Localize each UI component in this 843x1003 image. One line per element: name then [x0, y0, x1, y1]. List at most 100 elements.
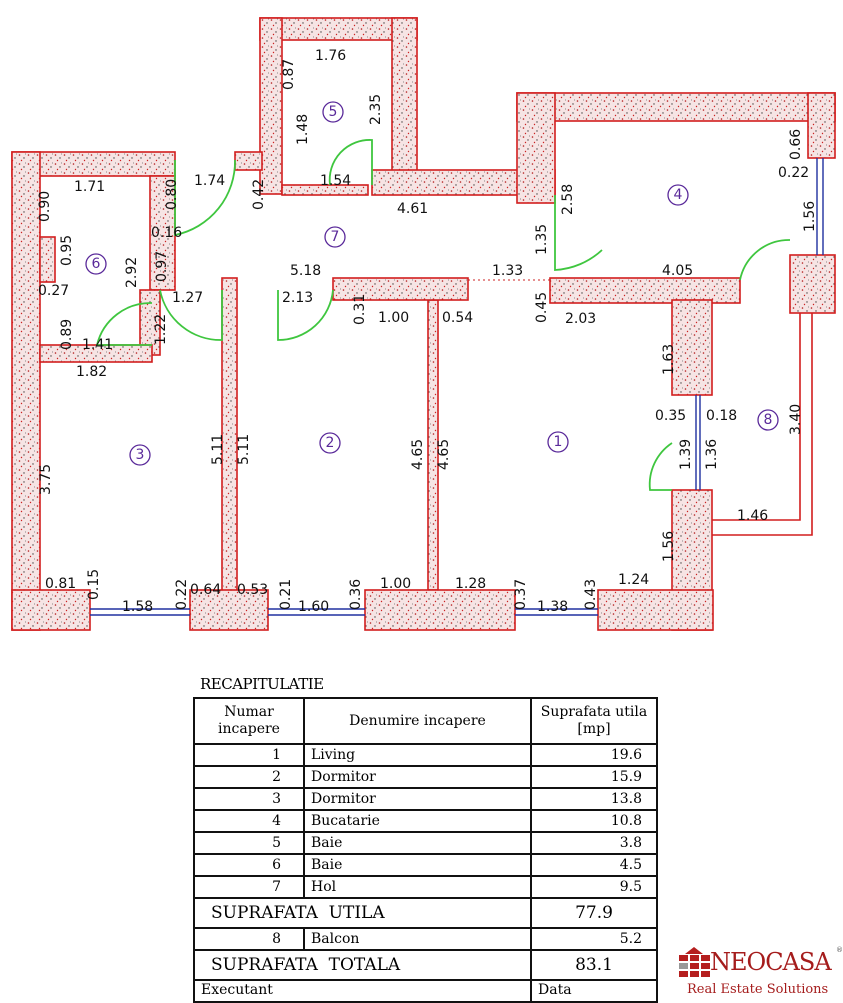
dimension-label: 1.58: [122, 599, 153, 615]
registered-mark: ®: [836, 946, 843, 954]
dimension-label: 1.82: [76, 364, 107, 380]
dimension-label: 1.54: [320, 173, 351, 189]
walls: [11, 17, 836, 631]
windows: [90, 158, 824, 616]
room-marker-7: 7: [324, 226, 346, 248]
dimension-label: 2.35: [368, 94, 384, 125]
table-header: Numar incapere Denumire incapere Suprafa…: [193, 697, 658, 745]
dimension-label: 0.95: [59, 235, 75, 266]
dimension-label: 0.90: [37, 191, 53, 222]
room-numbers: 1 2 3 4 5 6 7 8: [85, 101, 779, 466]
dimension-label: 1.76: [315, 48, 346, 64]
dimension-label: 1.63: [661, 344, 677, 375]
dimension-label: 5.11: [236, 434, 252, 465]
doors: [95, 139, 791, 491]
dimension-label: 0.27: [38, 283, 69, 299]
row-nr: 3: [193, 787, 305, 811]
dimension-label: 2.58: [560, 184, 576, 215]
dimension-label: 4.65: [436, 439, 452, 470]
recap-table: Numar incapere Denumire incapere Suprafa…: [193, 697, 658, 1003]
dimension-label: 3.75: [38, 464, 54, 495]
dimension-label: 2.92: [124, 257, 140, 288]
svg-text:3: 3: [136, 447, 145, 463]
row-nr: 7: [193, 875, 305, 899]
dimension-label: 4.05: [662, 263, 693, 279]
dimension-labels: 1.760.872.351.481.540.421.740.800.164.61…: [37, 48, 818, 615]
dimension-label: 1.41: [82, 337, 113, 353]
row-name: Hol: [303, 875, 532, 899]
dimension-label: 1.28: [455, 576, 486, 592]
row-area: 13.8: [530, 787, 658, 811]
row-name: Baie: [303, 831, 532, 855]
row-nr: 6: [193, 853, 305, 877]
svg-text:5: 5: [329, 104, 338, 120]
dimension-label: 0.42: [251, 179, 267, 210]
dimension-label: 1.56: [661, 531, 677, 562]
row-name: Bucatarie: [303, 809, 532, 833]
dimension-label: 0.22: [174, 579, 190, 610]
dimension-label: 1.33: [492, 263, 523, 279]
dimension-label: 1.46: [737, 508, 768, 524]
row-nr: 8: [193, 927, 305, 951]
dimension-label: 1.35: [534, 224, 550, 255]
row-name: Living: [303, 743, 532, 767]
row-area: 19.6: [530, 743, 658, 767]
row-name: Dormitor: [303, 787, 532, 811]
dimension-label: 0.43: [583, 579, 599, 610]
neocasa-logo: NEOCASA ® Real Estate Solutions: [675, 944, 843, 999]
svg-text:6: 6: [92, 256, 101, 272]
dimension-label: 0.89: [59, 319, 75, 350]
dimension-label: 3.40: [788, 404, 804, 435]
dimension-label: 1.71: [74, 179, 105, 195]
dimension-label: 0.21: [278, 579, 294, 610]
row-nr: 5: [193, 831, 305, 855]
dimension-label: 0.18: [706, 408, 737, 424]
dimension-label: 5.11: [210, 434, 226, 465]
svg-text:8: 8: [764, 412, 773, 428]
row-nr: 1: [193, 743, 305, 767]
dimension-label: 5.18: [290, 263, 321, 279]
dimension-label: 1.56: [802, 201, 818, 232]
dimension-label: 0.54: [442, 310, 473, 326]
useful-area-value: 77.9: [530, 897, 658, 929]
dimension-label: 2.13: [282, 290, 313, 306]
dimension-label: 1.39: [678, 439, 694, 470]
balcony-outline: [712, 313, 813, 536]
dimension-label: 4.61: [397, 201, 428, 217]
dimension-label: 0.35: [655, 408, 686, 424]
row-area: 5.2: [530, 927, 658, 951]
row-nr: 4: [193, 809, 305, 833]
dimension-label: 1.27: [172, 290, 203, 306]
svg-text:2: 2: [326, 435, 335, 451]
room-marker-5: 5: [322, 101, 344, 123]
dimension-label: 1.36: [704, 439, 720, 470]
dimension-label: 2.03: [565, 311, 596, 327]
useful-area-row: SUPRAFATA UTILA 77.9: [193, 897, 658, 929]
row-name: Balcon: [303, 927, 532, 951]
dimension-label: 1.38: [537, 599, 568, 615]
building-logo-icon: [679, 947, 710, 977]
room-marker-2: 2: [319, 432, 341, 454]
row-area: 4.5: [530, 853, 658, 877]
dimension-label: 0.81: [45, 576, 76, 592]
dimension-label: 0.87: [281, 59, 297, 90]
dimension-label: 0.80: [164, 179, 180, 210]
room-marker-3: 3: [129, 444, 151, 466]
recap-title: RECAPITULATIE: [200, 675, 324, 693]
room-marker-6: 6: [85, 253, 107, 275]
dimension-label: 0.15: [86, 569, 102, 600]
row-name: Dormitor: [303, 765, 532, 789]
dimension-label: 1.60: [298, 599, 329, 615]
room-marker-1: 1: [547, 431, 569, 453]
total-area-label: SUPRAFATA TOTALA: [193, 949, 532, 981]
row-name: Baie: [303, 853, 532, 877]
dimension-label: 0.66: [788, 129, 804, 160]
dimension-label: 1.74: [194, 173, 225, 189]
dimension-label: 1.48: [295, 114, 311, 145]
floor-plan: 1 2 3 4 5 6 7 8 1.76 0.87 2.35 1.48 1.54 0.42…: [11, 17, 836, 631]
dimension-label: 0.53: [237, 582, 268, 598]
dimension-label: 0.37: [513, 579, 529, 610]
